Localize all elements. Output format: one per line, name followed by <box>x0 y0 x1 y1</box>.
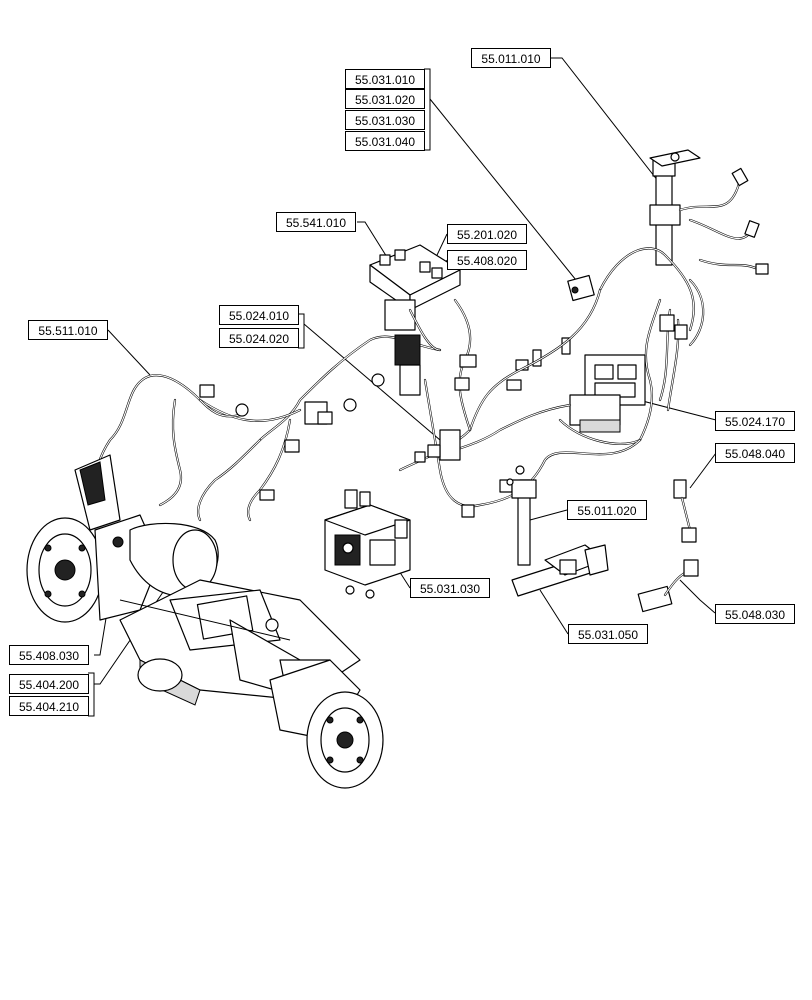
sensor-040 <box>673 479 697 543</box>
callout-55-031-040[interactable]: 55.031.040 <box>345 131 425 151</box>
callout-55-511-010[interactable]: 55.511.010 <box>28 320 108 340</box>
main-harness <box>93 288 642 522</box>
callout-55-404-200[interactable]: 55.404.200 <box>9 674 89 694</box>
axle-assembly <box>26 454 384 789</box>
fuse-relay-area <box>369 244 477 432</box>
callout-55-024-020[interactable]: 55.024.020 <box>219 328 299 348</box>
callout-55-201-020[interactable]: 55.201.020 <box>447 224 527 244</box>
callout-55-024-010[interactable]: 55.024.010 <box>219 305 299 325</box>
cab-harness <box>506 149 769 445</box>
callout-55-031-020[interactable]: 55.031.020 <box>345 89 425 109</box>
callout-55-031-030-mid[interactable]: 55.031.030 <box>410 578 490 598</box>
callout-55-011-020[interactable]: 55.011.020 <box>567 500 647 520</box>
lower-column <box>506 465 537 566</box>
callout-55-541-010[interactable]: 55.541.010 <box>276 212 356 232</box>
callout-55-031-030-top[interactable]: 55.031.030 <box>345 110 425 130</box>
callout-55-408-030[interactable]: 55.408.030 <box>9 645 89 665</box>
callout-55-408-020[interactable]: 55.408.020 <box>447 250 527 270</box>
callout-55-048-030[interactable]: 55.048.030 <box>715 604 795 624</box>
callout-55-031-050[interactable]: 55.031.050 <box>568 624 648 644</box>
sensor-030 <box>637 559 699 613</box>
callout-55-031-010[interactable]: 55.031.010 <box>345 69 425 89</box>
callout-55-011-010[interactable]: 55.011.010 <box>471 48 551 68</box>
callout-55-024-170[interactable]: 55.024.170 <box>715 411 795 431</box>
valve-module <box>324 489 411 599</box>
callout-55-404-210[interactable]: 55.404.210 <box>9 696 89 716</box>
callout-55-048-040[interactable]: 55.048.040 <box>715 443 795 463</box>
pedal-assembly <box>511 544 609 597</box>
